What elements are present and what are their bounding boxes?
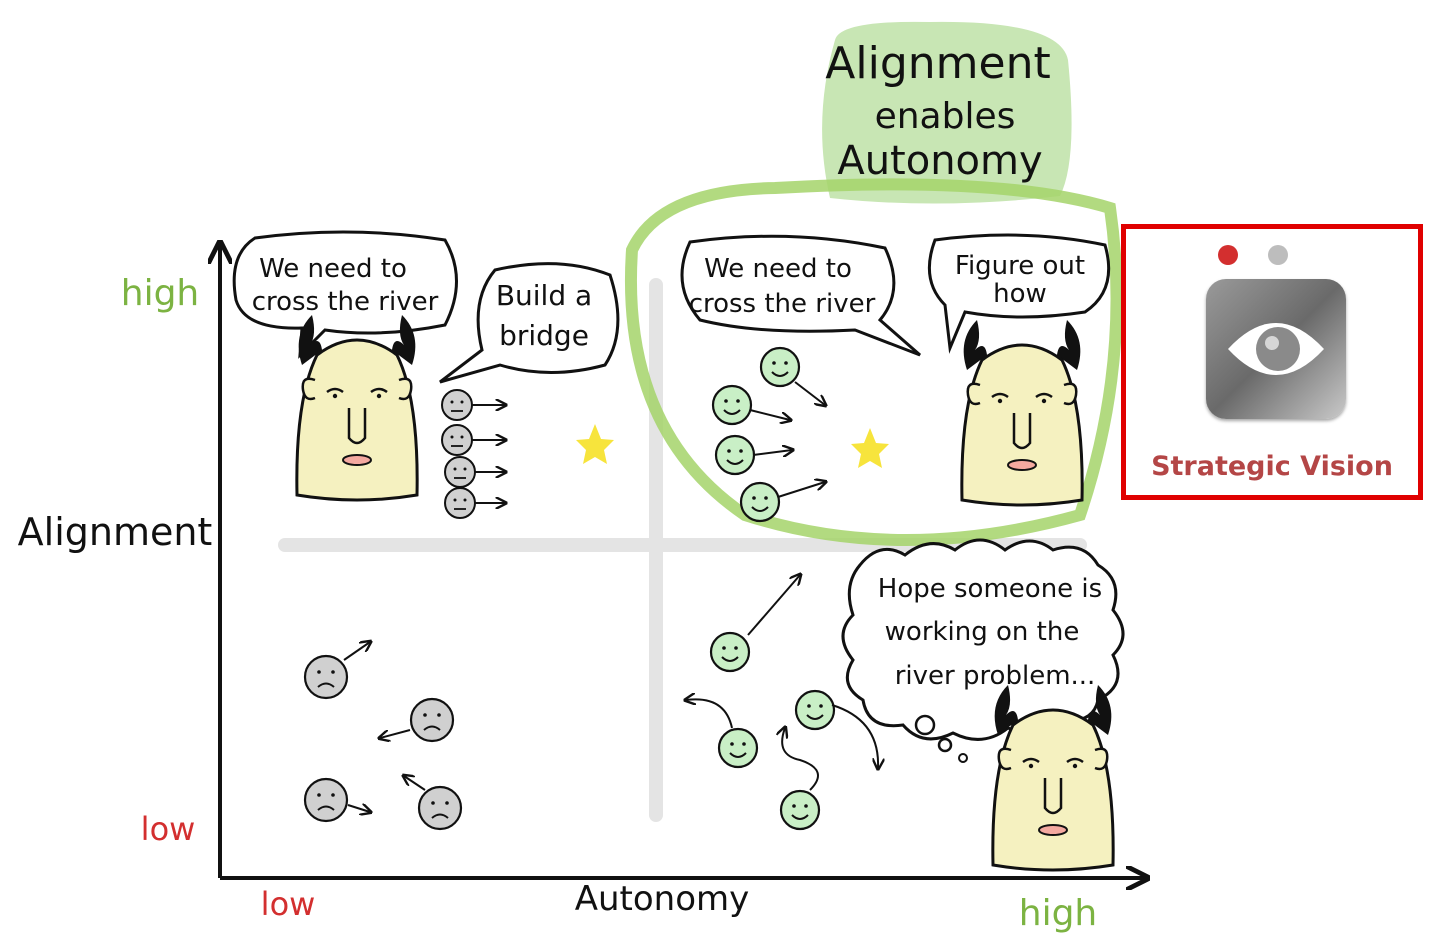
thought-bubble-br: Hope someone is working on the river pro… [841,538,1125,763]
red-dot-icon [1218,245,1238,265]
title-highlight [822,21,1072,204]
svg-text:how: how [993,279,1047,309]
team-br [686,575,878,831]
y-axis-label: Alignment [18,510,213,554]
svg-text:cross the river: cross the river [689,289,876,319]
x-low-label: low [261,885,316,923]
speech-bubble-tr-team: Figure out how [927,233,1111,354]
speech-bubble-tl-order: Build a bridge [439,262,620,384]
star-icon [576,424,614,464]
title-line-autonomy: Autonomy [837,138,1042,184]
gray-dot-icon [1268,245,1288,265]
team-bl [303,642,463,831]
title-line-alignment: Alignment [825,38,1050,89]
svg-text:cross the river: cross the river [252,287,439,317]
eye-icon [1206,279,1346,419]
y-high-label: high [121,273,200,314]
team-tl [441,389,505,519]
team-tr [711,346,825,523]
x-axis-label: Autonomy [575,879,750,919]
alignment-ring [625,178,1123,546]
strategic-vision-card[interactable]: Strategic Vision [1121,224,1423,500]
svg-text:We need to: We need to [704,254,852,284]
speech-bubble-tr-leader: We need to cross the river [680,234,921,357]
svg-text:working on the: working on the [885,617,1080,647]
speech-bubble-tl-leader: We need to cross the river [232,230,458,359]
svg-text:Hope someone is: Hope someone is [878,574,1102,604]
title-line-enables: enables [875,96,1016,137]
card-title: Strategic Vision [1151,451,1393,482]
y-low-label: low [141,810,196,848]
leader-character-tr [960,318,1084,507]
svg-text:Figure out: Figure out [955,251,1085,281]
svg-text:Build a: Build a [496,279,592,312]
leader-character-br [991,683,1115,872]
svg-text:We need to: We need to [259,254,407,284]
leader-character-tl [295,313,419,502]
svg-text:bridge: bridge [499,319,589,352]
svg-text:river problem...: river problem... [895,661,1096,691]
star-icon [851,428,889,468]
x-high-label: high [1019,893,1098,934]
